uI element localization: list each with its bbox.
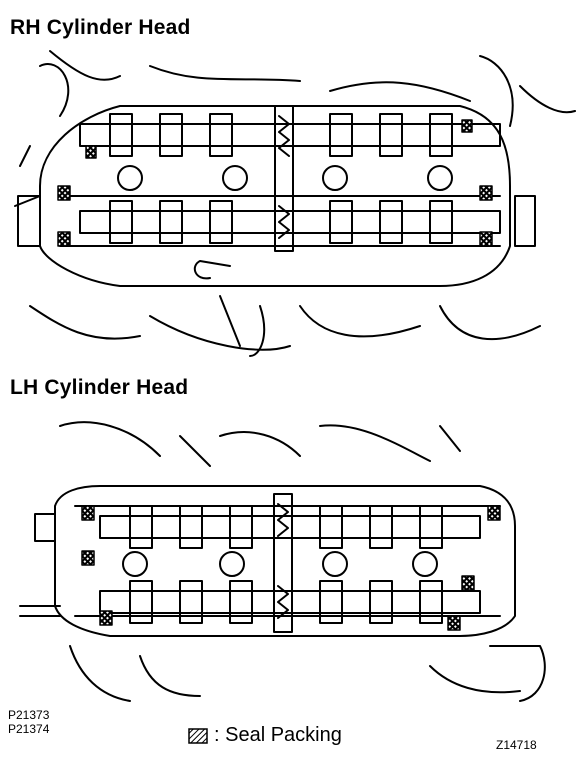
rh-head-body [17, 105, 536, 287]
rh-cylinder-head-drawing [14, 50, 576, 357]
legend: : Seal Packing [188, 724, 342, 747]
lh-background-lines [19, 421, 546, 702]
hatched-square-icon [188, 727, 208, 744]
part-code-1: P21373 [8, 708, 50, 722]
lh-cylinder-head-drawing [19, 421, 546, 702]
rh-seal-packing [57, 119, 493, 247]
rh-background-lines [14, 50, 576, 357]
lh-cylinder-head-title: LH Cylinder Head [10, 376, 189, 399]
legend-label: : Seal Packing [214, 724, 342, 746]
rh-cylinder-head-title: RH Cylinder Head [10, 16, 191, 39]
rh-camshafts [79, 105, 501, 252]
lh-camshafts [99, 493, 481, 633]
figure-id: Z14718 [496, 738, 537, 752]
part-code-2: P21374 [8, 722, 50, 736]
lh-seal-packing [81, 505, 501, 631]
